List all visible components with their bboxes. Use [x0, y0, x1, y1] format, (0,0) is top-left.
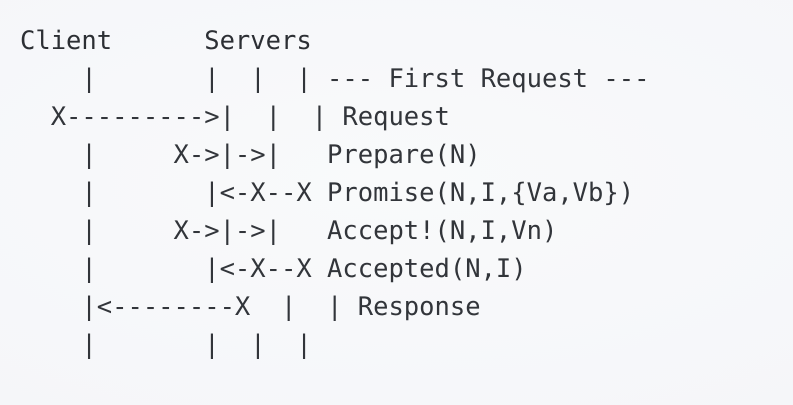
diagram-row-accepted: | |<-X--X Accepted(N,I)	[20, 254, 527, 284]
diagram-row-accept: | X->|->| Accept!(N,I,Vn)	[20, 216, 558, 246]
diagram-row-response: |<--------X | | Response	[20, 292, 481, 322]
diagram-row-promise: | |<-X--X Promise(N,I,{Va,Vb})	[20, 178, 635, 208]
diagram-row-lifelines-top: | | | | --- First Request ---	[20, 64, 650, 94]
diagram-row-request: X--------->| | | Request	[20, 102, 450, 132]
ascii-sequence-diagram: Client Servers | | | | --- First Request…	[20, 22, 649, 364]
diagram-header-row: Client Servers	[20, 26, 312, 56]
diagram-row-lifelines-bottom: | | | |	[20, 330, 312, 360]
diagram-row-prepare: | X->|->| Prepare(N)	[20, 140, 481, 170]
